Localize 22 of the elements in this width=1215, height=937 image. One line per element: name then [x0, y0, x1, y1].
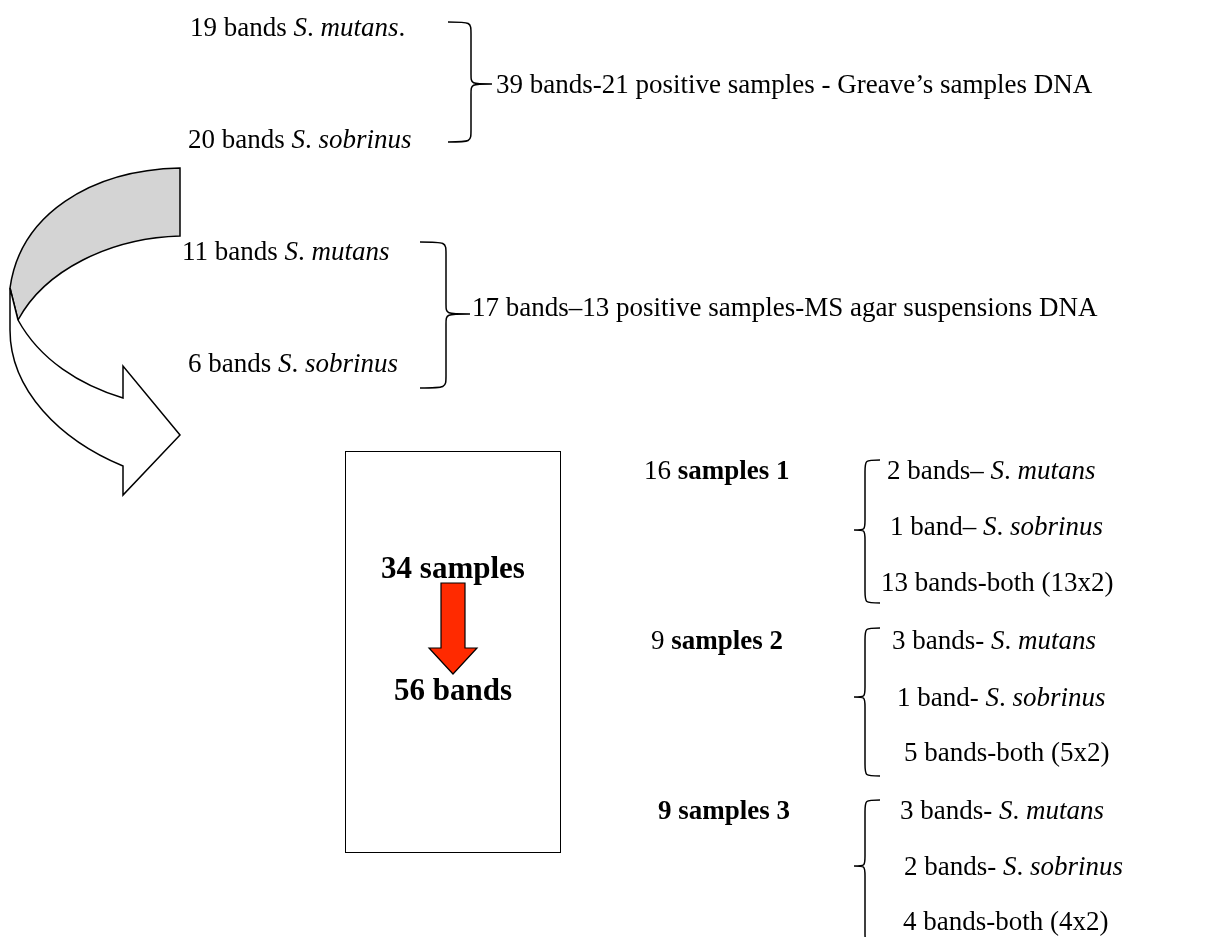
- text-label: 39 bands-21 positive samples - Greave’s samples DNA: [496, 69, 1093, 99]
- text-label: 16 samples 1: [644, 455, 790, 485]
- summary-box: [345, 451, 561, 853]
- text-label: 5 bands-both (5x2): [904, 737, 1110, 767]
- text-label: 34 samples: [381, 552, 525, 583]
- text-label: 20 bands S. sobrinus: [188, 124, 412, 154]
- text-label: 6 bands S. sobrinus: [188, 348, 399, 378]
- text-label: 3 bands- S. mutans: [900, 795, 1104, 825]
- text-label: 11 bands S. mutans: [182, 236, 390, 266]
- text-label: 1 band– S. sobrinus: [890, 511, 1103, 541]
- text-label: 4 bands-both (4x2): [903, 906, 1109, 936]
- text-label: 9 samples 3: [658, 795, 790, 825]
- text-label: 2 bands– S. mutans: [887, 455, 1096, 485]
- text-label: 56 bands: [394, 674, 512, 705]
- text-label: 19 bands S. mutans.: [190, 12, 406, 42]
- text-label: 3 bands- S. mutans: [892, 625, 1096, 655]
- text-label: 17 bands–13 positive samples-MS agar suspensions DNA: [472, 292, 1098, 322]
- text-label: 13 bands-both (13x2): [881, 567, 1114, 597]
- text-label: 2 bands- S. sobrinus: [904, 851, 1123, 881]
- text-label: 9 samples 2: [651, 625, 783, 655]
- text-label: 1 band- S. sobrinus: [897, 682, 1106, 712]
- block-arrow: [427, 582, 479, 675]
